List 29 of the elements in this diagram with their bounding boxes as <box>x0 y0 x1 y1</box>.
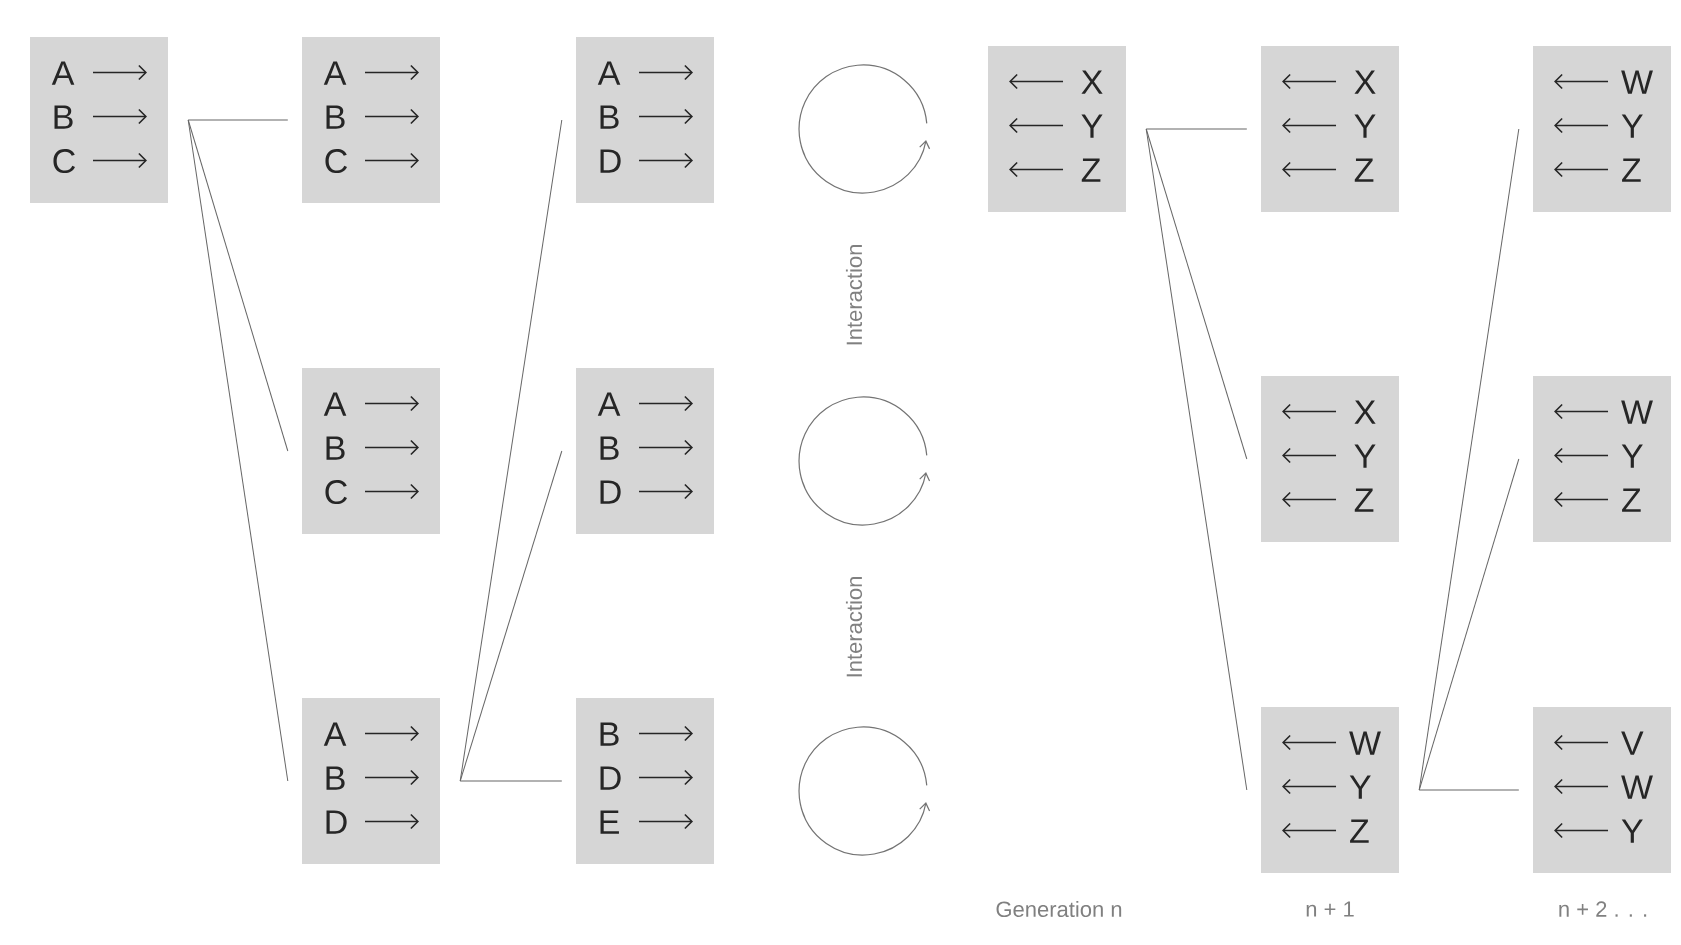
branch-line <box>187 119 289 452</box>
label-text: Interaction <box>845 245 863 345</box>
gene-box: A B C <box>302 37 440 203</box>
branch-line <box>1145 128 1248 130</box>
branch-line <box>459 450 563 782</box>
label-text: n + 2 . . . <box>1559 901 1647 917</box>
gene-box: W Y Z <box>1261 707 1399 873</box>
branch-line <box>187 119 289 121</box>
gene-box: X Y Z <box>1261 46 1399 212</box>
label-text: n + 1 <box>1306 901 1354 917</box>
branch-line <box>1418 789 1520 791</box>
gene-box: B D E <box>576 698 714 864</box>
gene-box: W Y Z <box>1533 46 1671 212</box>
gene-box: X Y Z <box>988 46 1126 212</box>
gene-box: X Y Z <box>1261 376 1399 542</box>
gene-box: W Y Z <box>1533 376 1671 542</box>
gene-box: A B C <box>302 368 440 534</box>
branch-line <box>1145 128 1248 460</box>
gene-box: A B D <box>576 37 714 203</box>
branch-line <box>1145 128 1248 791</box>
label-text: Interaction <box>845 577 863 677</box>
branch-line <box>459 780 563 782</box>
label-text: Generation n <box>996 900 1122 918</box>
branch-line <box>187 119 289 782</box>
branch-line <box>1418 458 1520 791</box>
gene-box: A B D <box>302 698 440 864</box>
gene-box: A B D <box>576 368 714 534</box>
gene-box: A B C <box>30 37 168 203</box>
gene-box: V W Y <box>1533 707 1671 873</box>
